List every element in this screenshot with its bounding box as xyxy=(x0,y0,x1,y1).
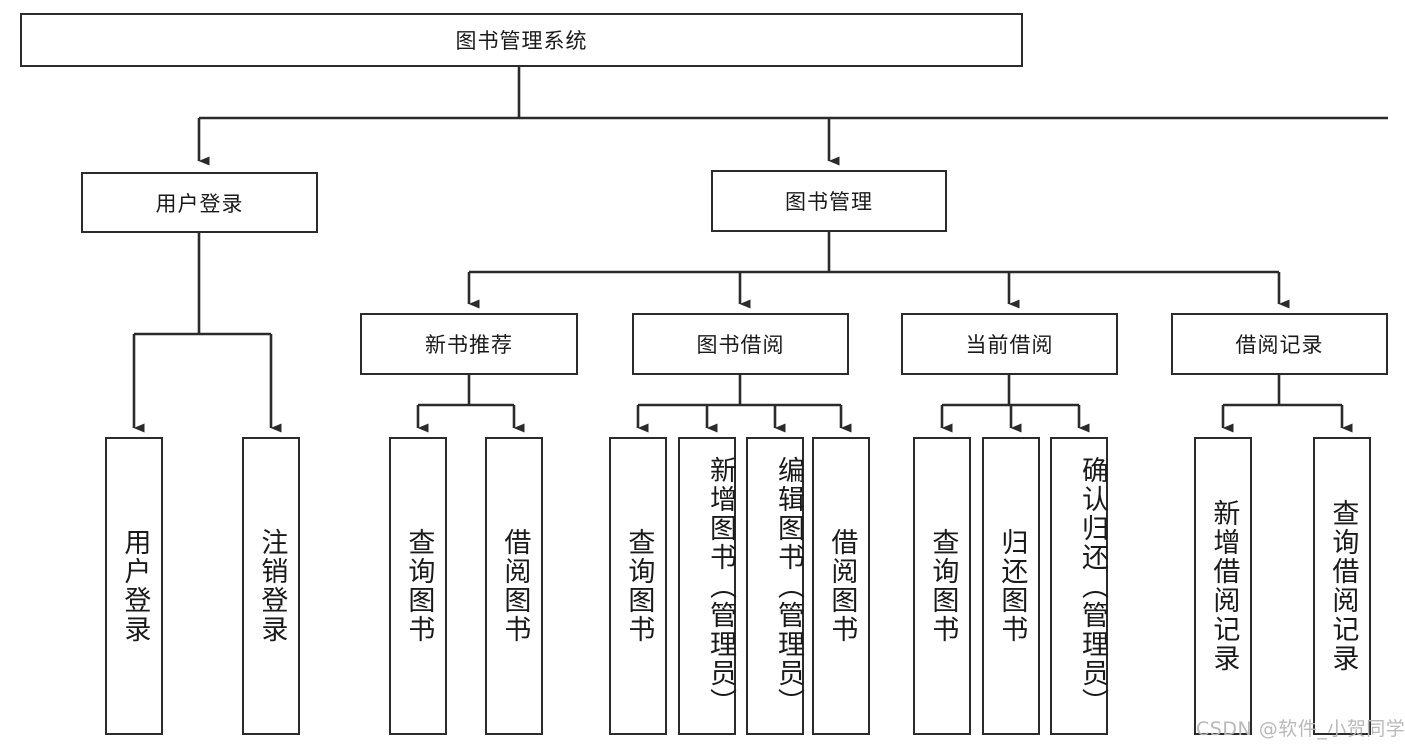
node-leaf-return-book-label: 归还图书 xyxy=(996,528,1028,644)
node-leaf-add-book-admin[interactable]: 新增图书（管理员） xyxy=(678,437,736,735)
node-new-book-recommend[interactable]: 新书推荐 xyxy=(360,313,578,375)
node-leaf-query-book-2-label: 查询图书 xyxy=(623,528,655,644)
node-leaf-logout-login[interactable]: 注销登录 xyxy=(242,437,300,735)
node-leaf-edit-book-admin[interactable]: 编辑图书（管理员） xyxy=(746,437,804,735)
node-leaf-add-book-admin-label: 新增图书（管理员） xyxy=(705,455,736,717)
node-current-borrow-label: 当前借阅 xyxy=(965,333,1054,357)
node-leaf-query-book-3-label: 查询图书 xyxy=(927,528,959,644)
node-borrow-record[interactable]: 借阅记录 xyxy=(1171,313,1388,375)
node-leaf-query-borrow-record-label: 查询借阅记录 xyxy=(1327,499,1359,673)
node-leaf-query-book-3[interactable]: 查询图书 xyxy=(913,437,971,735)
node-leaf-return-book[interactable]: 归还图书 xyxy=(982,437,1040,735)
node-leaf-confirm-return-admin-label: 确认归还（管理员） xyxy=(1077,455,1108,717)
node-leaf-query-borrow-record[interactable]: 查询借阅记录 xyxy=(1313,437,1371,735)
node-leaf-add-borrow-record-label: 新增借阅记录 xyxy=(1208,499,1240,673)
node-leaf-query-book-1-label: 查询图书 xyxy=(403,528,435,644)
node-borrow-record-label: 借阅记录 xyxy=(1235,333,1324,357)
node-leaf-query-book-2[interactable]: 查询图书 xyxy=(609,437,667,735)
node-leaf-user-login[interactable]: 用户登录 xyxy=(105,437,163,735)
node-leaf-query-book-1[interactable]: 查询图书 xyxy=(389,437,447,735)
node-leaf-borrow-book-1[interactable]: 借阅图书 xyxy=(485,437,543,735)
node-book-borrow-label: 图书借阅 xyxy=(696,333,785,357)
node-new-book-recommend-label: 新书推荐 xyxy=(425,333,513,357)
csdn-watermark: CSDN @软件_小贺同学 xyxy=(1196,718,1405,740)
node-user-login[interactable]: 用户登录 xyxy=(81,172,318,233)
node-leaf-edit-book-admin-label: 编辑图书（管理员） xyxy=(773,455,804,717)
node-book-manage[interactable]: 图书管理 xyxy=(711,170,947,232)
node-current-borrow[interactable]: 当前借阅 xyxy=(901,313,1118,375)
node-leaf-borrow-book-2-label: 借阅图书 xyxy=(826,528,858,644)
node-leaf-borrow-book-1-label: 借阅图书 xyxy=(499,528,531,644)
node-leaf-borrow-book-2[interactable]: 借阅图书 xyxy=(812,437,870,735)
node-leaf-add-borrow-record[interactable]: 新增借阅记录 xyxy=(1194,437,1252,735)
node-book-borrow[interactable]: 图书借阅 xyxy=(632,313,849,375)
node-leaf-logout-login-label: 注销登录 xyxy=(256,528,288,644)
node-user-login-label: 用户登录 xyxy=(155,191,244,216)
node-root-label: 图书管理系统 xyxy=(455,29,588,53)
node-leaf-user-login-label: 用户登录 xyxy=(119,528,151,644)
node-leaf-confirm-return-admin[interactable]: 确认归还（管理员） xyxy=(1050,437,1108,735)
node-book-manage-label: 图书管理 xyxy=(785,190,873,214)
node-root[interactable]: 图书管理系统 xyxy=(20,13,1023,67)
